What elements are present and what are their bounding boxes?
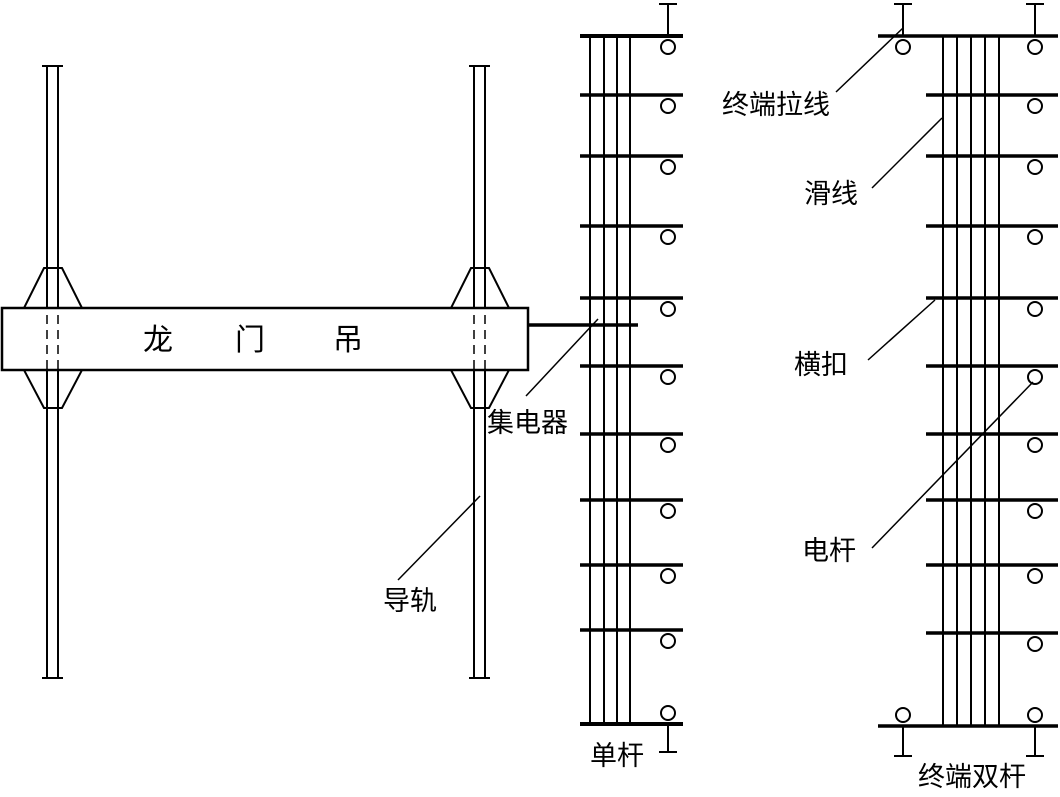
insulator-icon bbox=[1027, 98, 1043, 114]
gantry-beam bbox=[0, 306, 530, 372]
insulator-icon bbox=[660, 39, 676, 55]
single-pole-crossarms bbox=[580, 34, 683, 726]
insulator-icon bbox=[1027, 369, 1043, 385]
insulator-icon bbox=[1027, 568, 1043, 584]
insulator-icon bbox=[1027, 437, 1043, 453]
double-pole-structure bbox=[942, 36, 1000, 726]
insulator-icon bbox=[660, 437, 676, 453]
insulator-icon bbox=[660, 705, 676, 721]
insulator-icon bbox=[1027, 301, 1043, 317]
insulator-icon bbox=[1027, 503, 1043, 519]
insulator-icon bbox=[660, 159, 676, 175]
insulator-icon bbox=[660, 633, 676, 649]
collector-label: 集电器 bbox=[487, 408, 568, 439]
insulator-icon bbox=[660, 369, 676, 385]
gantry-label-2: 门 bbox=[235, 323, 265, 358]
right-guide-rail bbox=[469, 65, 490, 679]
single-pole-structure bbox=[589, 36, 631, 724]
insulator-icon bbox=[1027, 229, 1043, 245]
end-guy-wire-label: 终端拉线 bbox=[722, 90, 830, 121]
insulator-icon bbox=[660, 568, 676, 584]
trolley-wire-label: 滑线 bbox=[804, 179, 858, 210]
insulator-icon bbox=[660, 98, 676, 114]
insulator-icon bbox=[660, 301, 676, 317]
double-pole-crossarms bbox=[926, 93, 1058, 652]
end-double-pole-label: 终端双杆 bbox=[918, 762, 1026, 792]
single-pole-label: 单杆 bbox=[590, 741, 644, 772]
insulator-icon bbox=[660, 503, 676, 519]
double-pole-end-details bbox=[878, 3, 1058, 757]
leader-lines bbox=[397, 27, 1034, 581]
crossarm-label: 横扣 bbox=[794, 350, 848, 381]
gantry-label-3: 吊 bbox=[333, 323, 363, 358]
hidden-rail-lines bbox=[46, 270, 486, 408]
insulator-icon bbox=[1027, 159, 1043, 175]
single-pole-end-caps bbox=[659, 3, 677, 753]
left-guide-rail bbox=[42, 65, 63, 679]
insulator-icon bbox=[1027, 636, 1043, 652]
insulator-icon bbox=[660, 229, 676, 245]
guide-rail-label: 导轨 bbox=[383, 586, 437, 617]
pole-label: 电杆 bbox=[802, 536, 856, 567]
gantry-label-1: 龙 bbox=[143, 323, 173, 358]
